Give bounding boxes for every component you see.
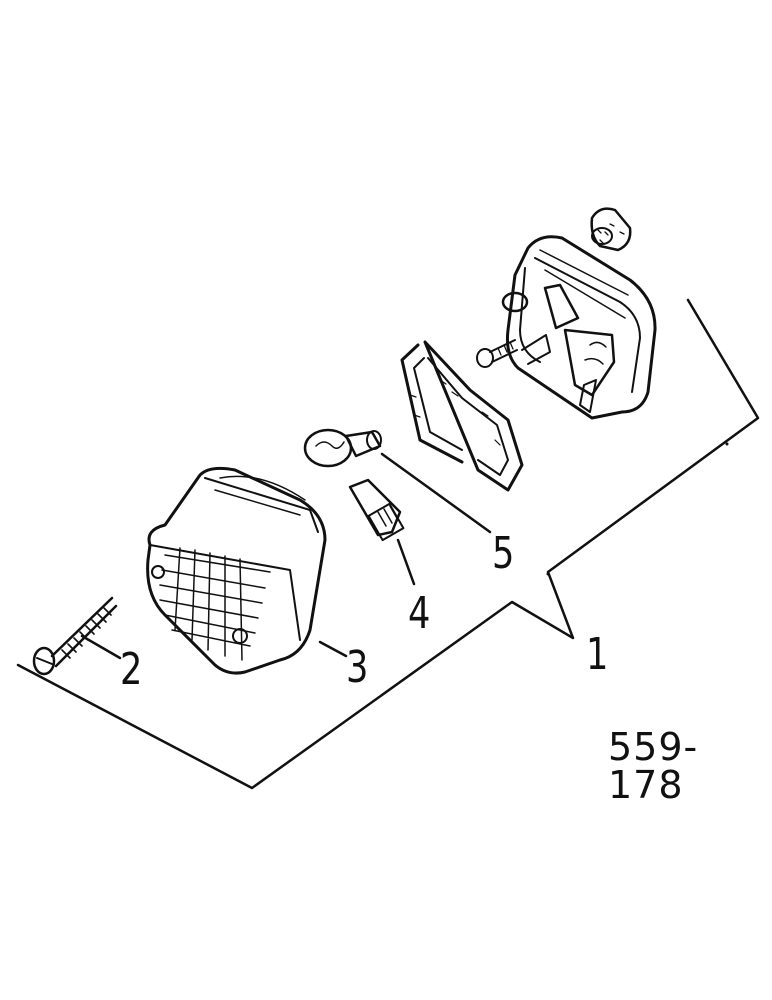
callout-4: 4 [408, 588, 431, 639]
leader-line-3 [318, 640, 348, 658]
housing-part [501, 235, 657, 420]
callout-1: 1 [586, 629, 609, 680]
figure-number: 559-178 [608, 725, 699, 807]
assembly-bracket-line [16, 298, 760, 790]
gasket-part [400, 340, 524, 492]
lens-part [146, 466, 327, 675]
bulb-part [303, 428, 382, 468]
grommet-part [590, 207, 632, 252]
leader-line-5 [380, 452, 492, 534]
callout-5: 5 [492, 528, 515, 579]
stray-dot [725, 442, 729, 446]
leader-line-4 [396, 538, 416, 586]
leader-line-2 [80, 634, 122, 660]
stray-dot [546, 572, 550, 576]
housing-screw-part [476, 339, 518, 368]
screw-part [32, 596, 118, 676]
bulb-socket-part [348, 478, 405, 542]
callout-3: 3 [346, 642, 369, 693]
callout-2: 2 [120, 644, 143, 695]
